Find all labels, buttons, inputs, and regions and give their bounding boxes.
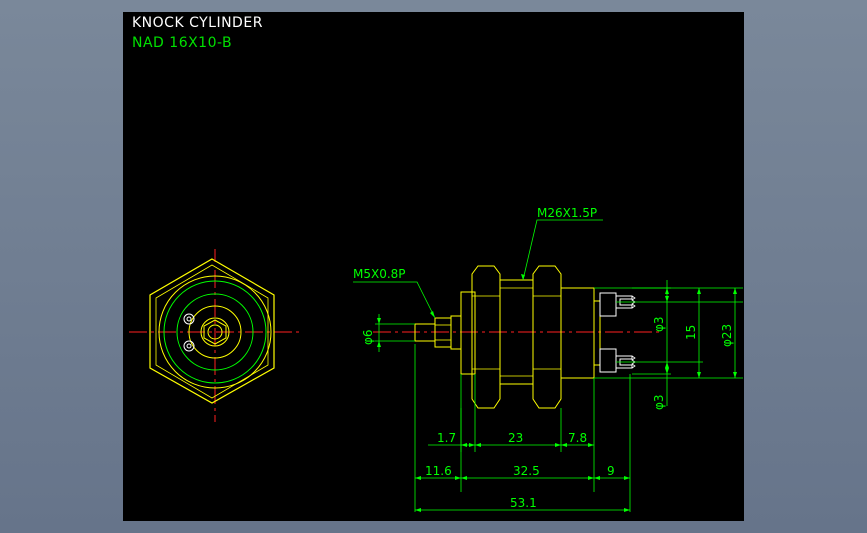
label-1-7: 1.7 [437,431,456,445]
side-view [373,265,663,409]
mount-nut-2 [532,265,562,409]
end-plate [593,300,601,366]
dimensions [353,219,743,512]
body-inner-circle [176,293,254,371]
dimension-arrows [377,274,737,512]
label-53-1: 53.1 [510,496,537,510]
label-m5: M5X0.8P [353,267,406,281]
label-phi6: φ6 [361,329,375,345]
rod-nut-circle [200,317,230,347]
body-circle [163,280,267,384]
cad-drawing: M26X1.5P M5X0.8P φ6 φ3 φ3 15 φ23 1.7 23 … [129,206,743,512]
bore-circle [188,305,242,359]
label-phi23: φ23 [720,324,734,347]
hex-nut-inner [155,264,269,399]
leader-m26 [522,219,603,281]
label-15: 15 [684,325,698,340]
fitting-bottom [599,348,617,373]
label-23: 23 [508,431,523,445]
hex-nut-outline [149,258,275,404]
rod-circle [207,324,223,340]
front-flange [460,291,476,375]
fitting-top [599,292,617,317]
label-phi3-top: φ3 [652,316,666,332]
port-circle-bottom [183,340,195,352]
label-7-8: 7.8 [568,431,587,445]
thread-circle [158,275,272,389]
label-phi3-bottom: φ3 [652,394,666,410]
drawing-viewport[interactable]: KNOCK CYLINDER NAD 16X10-B [123,12,744,521]
label-m26: M26X1.5P [537,206,597,220]
drawing-title: KNOCK CYLINDER [132,15,263,31]
end-view [129,249,303,422]
rear-body [560,287,595,379]
label-11-6: 11.6 [425,464,452,478]
drawing-model: NAD 16X10-B [132,35,233,51]
label-32-5: 32.5 [513,464,540,478]
leader-m5 [353,281,436,319]
rod-nut-hex [203,319,227,345]
label-9: 9 [607,464,615,478]
port-circle-top [183,313,195,325]
mount-nut-1 [471,265,501,409]
